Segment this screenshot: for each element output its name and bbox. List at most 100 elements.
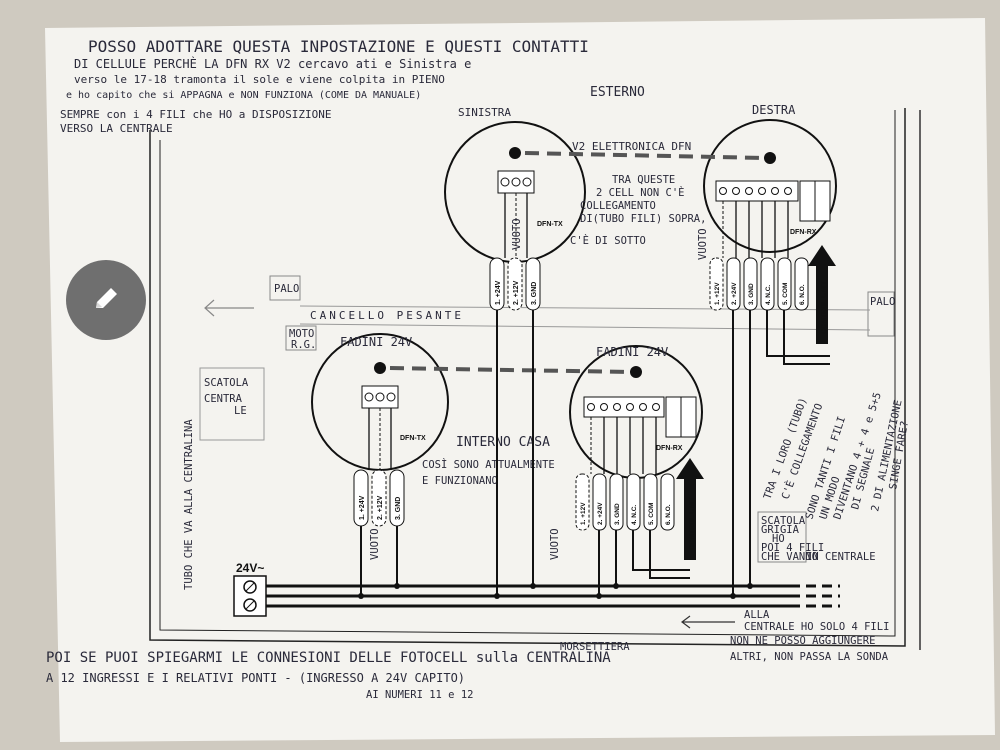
- scatola-grigia-3: HO: [772, 533, 785, 545]
- label-sinistra: SINISTRA: [458, 106, 511, 119]
- note-bottom-2: A 12 INGRESSI E I RELATIVI PONTI - (INGR…: [46, 671, 465, 685]
- rx-top-term-5: 5. COM: [782, 283, 789, 305]
- note-traq-1: TRA QUESTE: [612, 174, 675, 186]
- rx-bot-term-6: 6. N.O.: [665, 504, 672, 525]
- lens-dot-interno-tx: [374, 362, 386, 374]
- vuoto-bottom-right: VUOTO: [549, 528, 561, 560]
- model-dfn-tx-top: DFN-TX: [537, 221, 563, 228]
- pencil-icon: [96, 288, 117, 308]
- rx-bot-term-3: 3. GND: [614, 503, 621, 525]
- scatola-grigia-2: GRIGIA: [761, 524, 800, 536]
- scatola-label-3: LE: [234, 405, 247, 417]
- scatola-label-1: SCATOLA: [204, 377, 249, 389]
- tx-bot-term-3: 3. GND: [395, 497, 402, 520]
- vuoto-bottom-left: VUOTO: [369, 528, 381, 560]
- rx-top-term-4: 4. N.C.: [765, 285, 772, 305]
- scatola-grigia-4: POI 4 FILI: [761, 542, 824, 554]
- scatola-grigia-5: CHE VANNO: [761, 551, 818, 563]
- control-unit-label-bottom: CONTROL UNIT: [689, 497, 696, 550]
- scatola-grigia-1: SCATOLA: [761, 515, 806, 527]
- rx-terminal-capsules-top: 1. +12V 2. +24V 3. GND 4. N.C. 5. COM 6.…: [709, 257, 809, 311]
- label-cancello: CANCELLO PESANTE: [310, 309, 464, 322]
- palo-right-box: [867, 291, 895, 337]
- beam-bottom: [389, 366, 631, 374]
- palo-left-box: [269, 275, 301, 301]
- tx-top-term-2: 2. +12V: [513, 280, 520, 305]
- rx-top-term-2: 2. +24V: [731, 282, 738, 305]
- model-dfn-tx-bottom: DFN-TX: [400, 435, 426, 442]
- terminal-block-sinistra: [497, 170, 535, 194]
- rx-bot-term-1: 1. +12V: [580, 502, 587, 525]
- rx-top-term-1: 1. +12V: [714, 282, 721, 305]
- note-morsettiera: MORSETTIERA: [560, 641, 630, 653]
- outer-frame: [149, 108, 906, 647]
- vuoto-top-left: VUOTO: [511, 218, 523, 250]
- gate-line-top: [299, 305, 871, 311]
- terminal-block-destra: [715, 180, 831, 222]
- note-tubo-centralina: TUBO CHE VA ALLA CENTRALINA: [183, 419, 195, 590]
- terminal-block-interno-tx: [361, 385, 399, 409]
- control-unit-label-top: CONTROL UNIT: [821, 281, 828, 334]
- lens-dot-destra: [764, 152, 776, 164]
- beam-top: [524, 151, 766, 160]
- vuoto-top-right: VUOTO: [697, 228, 709, 260]
- gate-line-bottom: [299, 323, 871, 331]
- moto-label-2: R.G.: [291, 339, 316, 351]
- wiring-bus: [262, 310, 840, 608]
- scatola-label-2: CENTRA: [204, 393, 243, 405]
- model-dfn-rx-top: DFN-RX: [790, 229, 817, 236]
- lens-dot-sinistra: [509, 147, 521, 159]
- control-unit-arrow-top: CONTROL UNIT: [808, 245, 836, 344]
- tx-bot-term-1: 1. +24V: [359, 495, 366, 520]
- rx-top-term-3: 3. GND: [748, 283, 755, 305]
- note-line-6: VERSO LA CENTRALE: [60, 122, 173, 135]
- note-traq-5: C'È DI SOTTO: [570, 234, 646, 247]
- rx-terminal-capsules-bottom: 1. +12V 2. +24V 3. GND 4. N.C. 5. COM 6.…: [575, 473, 675, 531]
- note-in-centrale: IN CENTRALE: [806, 551, 876, 563]
- palo-left-label: PALO: [274, 283, 299, 295]
- inner-frame: [159, 110, 896, 637]
- note-alla-4: ALTRI, NON PASSA LA SONDA: [730, 651, 889, 663]
- note-line-2: DI CELLULE PERCHÈ LA DFN RX V2 cercavo a…: [74, 56, 471, 71]
- rx-bot-term-4: 4. N.C.: [631, 505, 638, 525]
- tx-terminal-capsules-bottom: 1. +24V 2. +12V 3. GND: [353, 469, 405, 527]
- palo-right-label: PALO: [870, 296, 895, 308]
- tx-top-term-3: 3. GND: [531, 282, 538, 305]
- note-line-3: verso le 17-18 tramonta il sole e viene …: [74, 73, 445, 86]
- note-alla-2: CENTRALE HO SOLO 4 FILI: [744, 621, 889, 633]
- junction-dots: [358, 583, 753, 599]
- note-line-4: e ho capito che si APPAGNA e NON FUNZION…: [66, 90, 421, 101]
- note-alla-1: ALLA: [744, 609, 770, 621]
- note-traq-2: 2 CELL NON C'È: [596, 186, 685, 199]
- label-destra: DESTRA: [752, 103, 796, 117]
- alla-centrale-arrow-icon: [681, 615, 735, 629]
- control-unit-arrow-bottom: CONTROL UNIT: [676, 458, 704, 560]
- edit-button[interactable]: [66, 260, 146, 340]
- moto-label-1: MOTO: [289, 328, 314, 340]
- label-24v: 24V~: [236, 561, 264, 575]
- tx-top-term-1: 1. +24V: [495, 280, 502, 305]
- note-interno-1: INTERNO CASA: [456, 435, 550, 450]
- note-line-1: POSSO ADOTTARE QUESTA INPOSTAZIONE E QUE…: [88, 37, 589, 56]
- note-interno-2: COSÌ SONO ATTUALMENTE: [422, 458, 555, 471]
- note-line-5: SEMPRE con i 4 FILI che HO a DISPOSIZION…: [60, 108, 332, 121]
- terminal-24v: [233, 575, 267, 617]
- note-alla-3: NON NE POSSO AGGIUNGERE: [730, 635, 875, 647]
- model-dfn-rx-bottom: DFN-RX: [656, 445, 683, 452]
- note-bottom-3: AI NUMERI 11 e 12: [366, 689, 473, 701]
- note-bottom-1: POI SE PUOI SPIEGARMI LE CONNESIONI DELL…: [46, 650, 611, 666]
- note-esterno: ESTERNO: [590, 85, 645, 100]
- scatola-grigia-box: [757, 511, 807, 563]
- tx-terminal-capsules-top: 1. +24V 2. +12V 3. GND: [489, 257, 541, 311]
- photocell-destra-rx: DFN-RX VUOTO: [697, 119, 837, 260]
- note-traq-3: COLLEGAMENTO: [580, 200, 656, 212]
- label-fadini-left: FADINI 24V: [340, 335, 412, 349]
- rx-bot-term-5: 5. COM: [648, 503, 655, 525]
- note-interno-3: E FUNZIONANO: [422, 475, 498, 487]
- note-v2-elettronica: V2 ELETTRONICA DFN: [572, 140, 691, 153]
- rx-bot-term-2: 2. +24V: [597, 502, 604, 525]
- note-traq-4: DI(TUBO FILI) SOPRA,: [580, 213, 706, 225]
- photocell-sinistra-tx: DFN-TX VUOTO: [444, 121, 586, 263]
- lens-dot-interno-rx: [630, 366, 642, 378]
